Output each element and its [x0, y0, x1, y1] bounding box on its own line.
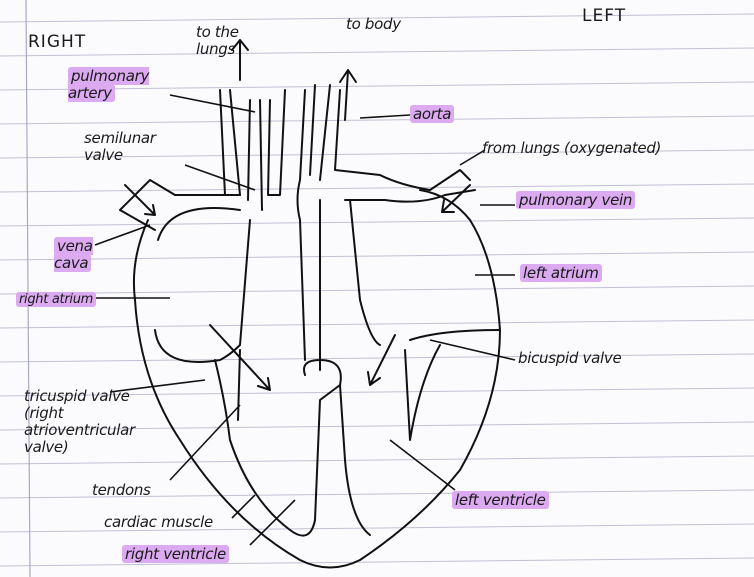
left-side-label: LEFT — [582, 6, 627, 26]
ruled-lines — [0, 13, 754, 567]
cardiac-muscle-label: cardiac muscle — [104, 513, 213, 531]
tendons-label: tendons — [92, 481, 151, 499]
right-ventricle-label: right ventricle — [122, 545, 229, 563]
to-lungs-label: to the lungs — [196, 23, 239, 58]
left-ventricle-label: left ventricle — [452, 491, 549, 509]
heart-outline — [119, 39, 501, 569]
leader-lines — [94, 94, 516, 546]
to-body-label: to body — [346, 15, 401, 33]
margin-line — [25, 0, 31, 577]
right-atrium-label: right atrium — [16, 291, 97, 308]
aorta-label: aorta — [410, 105, 455, 123]
semilunar-valve-label: semilunar valve — [84, 129, 156, 164]
bicuspid-valve-label: bicuspid valve — [518, 349, 622, 367]
left-atrium-label: left atrium — [520, 264, 602, 282]
pulmonary-artery-label: pulmonary artery — [68, 67, 150, 102]
vena-cava-label: vena cava — [54, 237, 93, 272]
right-side-label: RIGHT — [28, 32, 87, 52]
from-lungs-label: from lungs (oxygenated) — [482, 139, 662, 157]
pulmonary-vein-label: pulmonary vein — [516, 191, 636, 209]
tricuspid-valve-label: tricuspid valve (right atrioventricular … — [24, 387, 135, 456]
